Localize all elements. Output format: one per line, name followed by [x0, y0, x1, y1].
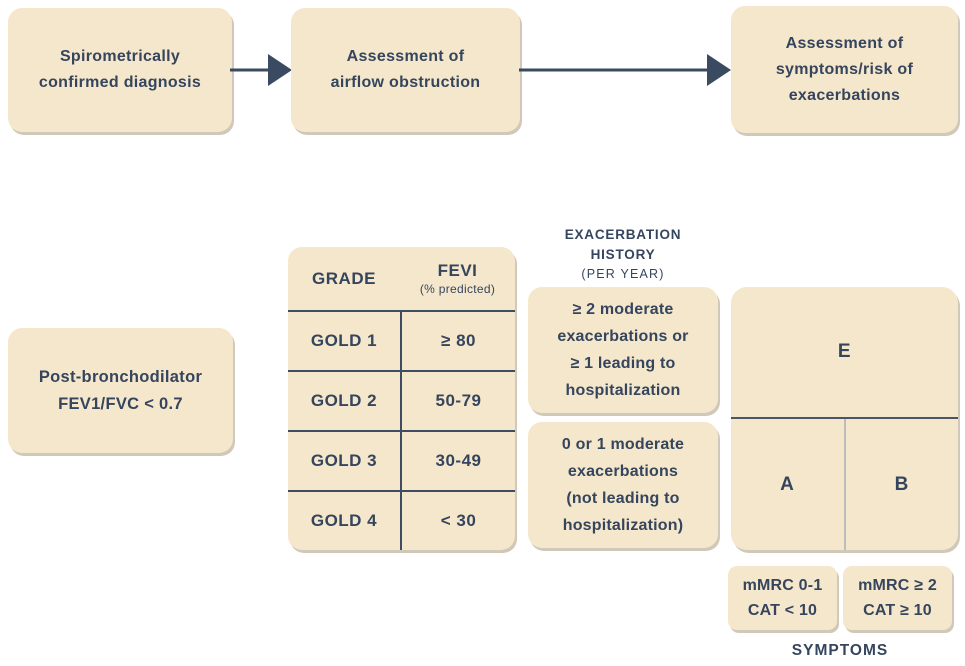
- exacerbation-title-line2: HISTORY: [590, 247, 656, 262]
- criteria-line2: FEV1/FVC < 0.7: [58, 394, 183, 413]
- flow-arrow-icon: [519, 54, 731, 86]
- abe-group-b-cell: B: [843, 419, 959, 550]
- flow-step-diagnosis-line1: Spirometrically: [59, 48, 181, 65]
- low-risk-line1: 0 or 1 moderate: [561, 436, 685, 453]
- flow-step-symptoms-line2: symptoms/risk of: [775, 60, 914, 78]
- low-symptoms-mmrc: mMRC 0-1: [742, 577, 823, 594]
- abe-group-a-label: A: [780, 473, 795, 495]
- exacerbation-title-line1: EXACERBATION: [564, 227, 682, 242]
- high-risk-line3: ≥ 1 leading to: [570, 355, 676, 372]
- exacerbation-history-title: EXACERBATION HISTORY (PER YEAR): [523, 225, 723, 283]
- flow-step-diagnosis-line2: confirmed diagnosis: [38, 74, 202, 91]
- criteria-line1: Post-bronchodilator: [38, 367, 203, 386]
- gold3-fev-cell: 30-49: [400, 432, 515, 490]
- symptoms-axis-label: SYMPTOMS: [791, 642, 889, 659]
- low-risk-exacerbation-box: 0 or 1 moderate exacerbations (not leadi…: [528, 422, 718, 548]
- grade-column-header: GRADE: [312, 268, 376, 288]
- fev-column-subheader: (% predicted): [419, 282, 496, 296]
- gold1-grade-cell: GOLD 1: [310, 331, 378, 350]
- high-risk-line2: exacerbations or: [557, 328, 689, 345]
- gold2-fev-cell: 50-79: [400, 372, 515, 430]
- exacerbation-title-subtitle: (PER YEAR): [581, 267, 665, 281]
- gold1-fev-cell: ≥ 80: [400, 312, 515, 370]
- abe-group-b-label: B: [894, 473, 909, 495]
- gold2-grade-cell: GOLD 2: [310, 391, 378, 410]
- table-row-gold4: GOLD 4 < 30: [288, 490, 515, 550]
- table-row-gold2: GOLD 2 50-79: [288, 370, 515, 430]
- gold4-fev-cell: < 30: [400, 492, 515, 550]
- table-row-gold3: GOLD 3 30-49: [288, 430, 515, 490]
- flow-step-airflow-obstruction: Assessment of airflow obstruction: [291, 8, 520, 132]
- gold-grade-table: GRADE FEVI (% predicted) GOLD 1 ≥ 80 GOL…: [288, 247, 515, 550]
- high-risk-exacerbation-box: ≥ 2 moderate exacerbations or ≥ 1 leadin…: [528, 287, 718, 413]
- low-risk-line2: exacerbations: [567, 463, 679, 480]
- flow-step-symptoms-line1: Assessment of: [785, 34, 904, 52]
- grade-column-header-cell: GRADE: [288, 247, 400, 310]
- abe-assessment-grid: E A B: [731, 287, 958, 550]
- high-risk-line4: hospitalization: [565, 382, 681, 399]
- flow-step-symptoms-line3: exacerbations: [788, 86, 901, 104]
- grade-table-header-row: GRADE FEVI (% predicted): [288, 247, 515, 310]
- high-risk-line1: ≥ 2 moderate: [572, 301, 674, 318]
- abe-group-e-cell: E: [731, 287, 958, 417]
- flow-arrow-icon: [230, 54, 292, 86]
- abe-group-a-cell: A: [731, 419, 844, 550]
- gold4-grade-cell: GOLD 4: [310, 511, 378, 530]
- flow-step-symptoms-risk: Assessment of symptoms/risk of exacerbat…: [731, 6, 958, 133]
- abe-group-e-label: E: [837, 341, 852, 362]
- flow-step-airflow-line2: airflow obstruction: [330, 74, 481, 91]
- low-symptoms-score-box: mMRC 0-1 CAT < 10: [728, 566, 837, 630]
- flow-step-airflow-line1: Assessment of: [346, 48, 465, 65]
- low-risk-line3: (not leading to: [566, 490, 680, 507]
- table-row-gold1: GOLD 1 ≥ 80: [288, 310, 515, 370]
- abe-grid-bottom-row: A B: [731, 417, 958, 550]
- fev-column-header: FEVI: [437, 261, 478, 280]
- high-symptoms-mmrc: mMRC ≥ 2: [858, 577, 937, 594]
- gold3-grade-cell: GOLD 3: [310, 451, 378, 470]
- flow-step-diagnosis: Spirometrically confirmed diagnosis: [8, 8, 232, 132]
- low-symptoms-cat: CAT < 10: [747, 602, 818, 619]
- post-bronchodilator-criteria-box: Post-bronchodilator FEV1/FVC < 0.7: [8, 328, 233, 453]
- high-symptoms-score-box: mMRC ≥ 2 CAT ≥ 10: [843, 566, 952, 630]
- fev-column-header-cell: FEVI (% predicted): [400, 247, 515, 310]
- low-risk-line4: hospitalization): [562, 517, 684, 534]
- high-symptoms-cat: CAT ≥ 10: [863, 602, 932, 619]
